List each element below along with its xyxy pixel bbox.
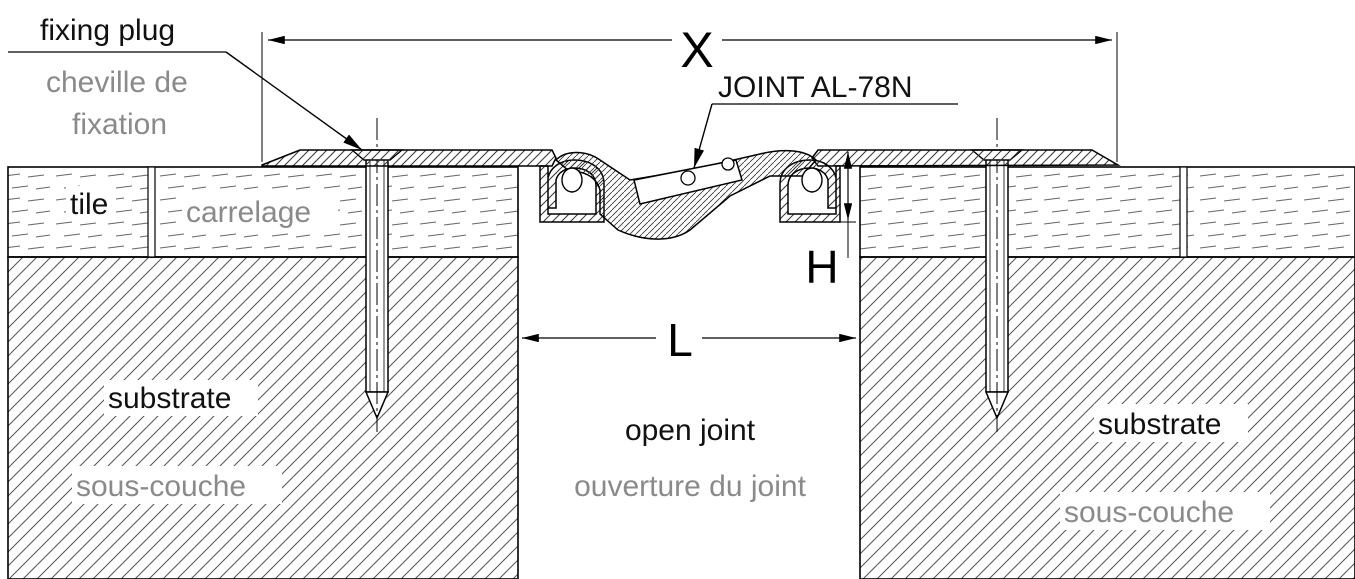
joint-rubber-insert — [554, 149, 818, 240]
substrate-right-label-fr: sous-couche — [1064, 496, 1234, 529]
substrate-right-label: substrate — [1098, 408, 1221, 441]
dimension-h-label: H — [805, 241, 838, 293]
fixing-plug-label-fr-line2: fixation — [72, 108, 167, 141]
substrate-left-block — [7, 256, 519, 579]
tile-layer-right — [859, 166, 1355, 258]
joint-pin-right — [721, 157, 735, 171]
grout-joint-left — [147, 166, 156, 258]
substrate-left-label-fr: sous-couche — [76, 470, 246, 503]
dimension-l-label: L — [667, 314, 693, 366]
joint-profile-left-wing — [261, 149, 557, 167]
fixing-plug-label: fixing plug — [40, 14, 175, 47]
joint-bulb-right — [801, 167, 823, 193]
grout-joint-right — [1179, 166, 1188, 258]
tile-label: tile — [70, 188, 108, 221]
dimension-x-label: X — [680, 22, 713, 78]
joint-profile-right-wing — [811, 149, 1121, 167]
open-joint-label-fr: ouverture du joint — [574, 470, 806, 503]
substrate-left-label: substrate — [108, 382, 231, 415]
joint-name-leader — [693, 103, 713, 169]
joint-pin-left — [680, 170, 696, 186]
joint-bulb-left — [561, 167, 583, 193]
anchor-screw-left — [350, 118, 404, 432]
fixing-plug-leader — [225, 51, 363, 151]
tile-label-fr: carrelage — [186, 196, 311, 229]
joint-name-label: JOINT AL-78N — [718, 71, 913, 104]
fixing-plug-label-fr-line1: cheville de — [46, 66, 188, 99]
open-joint-label: open joint — [625, 414, 756, 447]
